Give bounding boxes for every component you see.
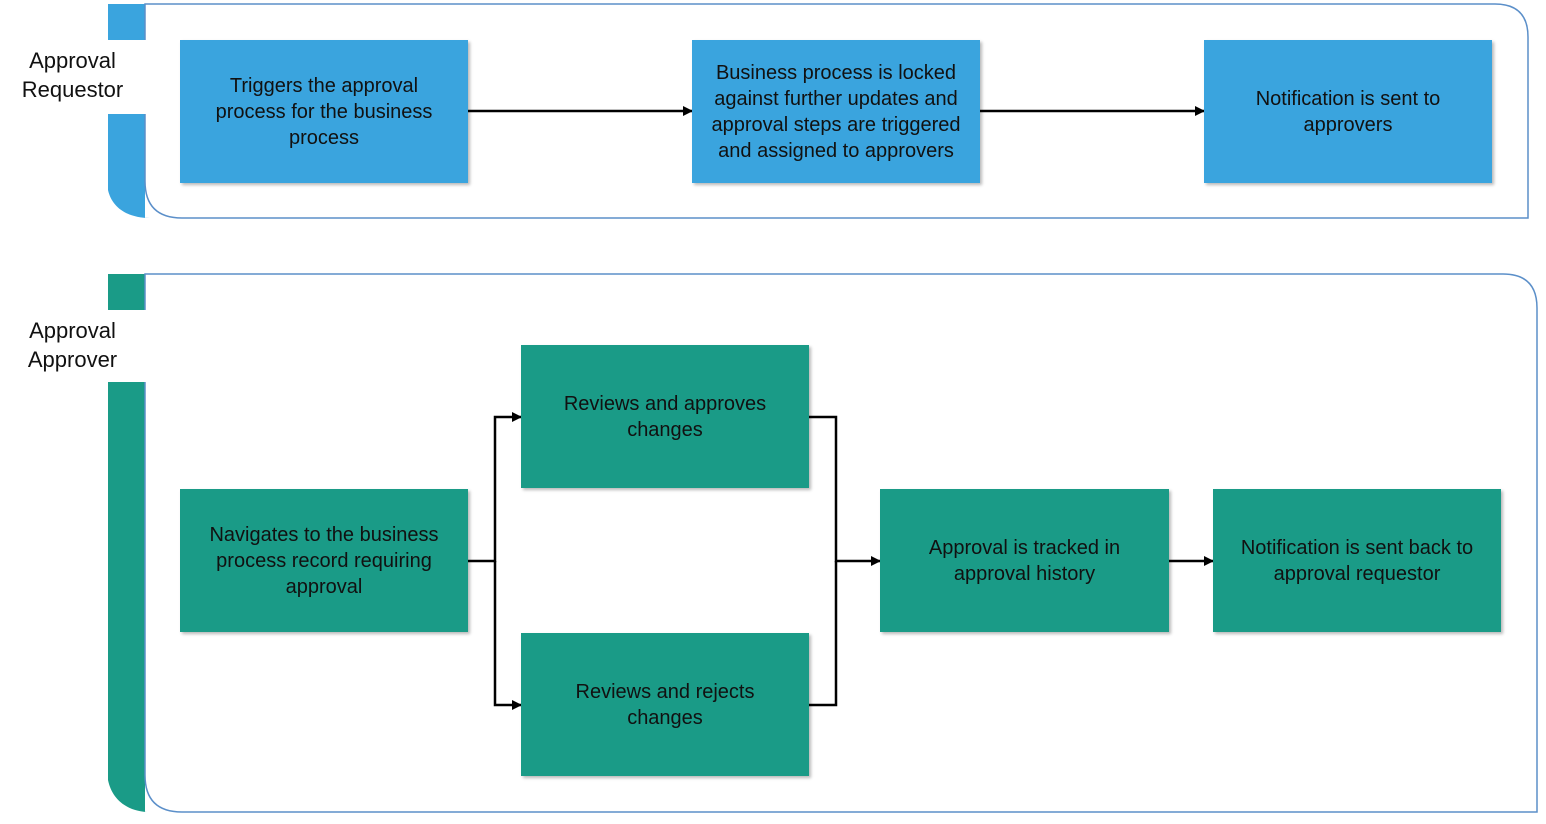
lane-approver-label-line2: Approver bbox=[27, 347, 118, 372]
lane-requestor-label-line2: Requestor bbox=[21, 77, 124, 102]
arrow-navigate-to-approve bbox=[468, 412, 522, 563]
lane-approver-accent bbox=[108, 274, 150, 812]
step-review-reject: Reviews and rejects changes bbox=[521, 633, 809, 776]
lane-approver-label-line1: Approval bbox=[29, 318, 116, 343]
step-process-locked: Business process is locked against furth… bbox=[692, 40, 980, 183]
step-review-approve: Reviews and approves changes bbox=[521, 345, 809, 488]
step-trigger-approval: Triggers the approval process for the bu… bbox=[180, 40, 468, 183]
arrow-approve-to-tracked bbox=[809, 415, 881, 566]
lane-requestor-label-bg bbox=[100, 40, 150, 114]
lane-approver bbox=[100, 273, 1538, 813]
step-notify-approvers: Notification is sent to approvers bbox=[1204, 40, 1492, 183]
arrow-navigate-to-reject bbox=[493, 561, 522, 710]
lane-approver-label-bg bbox=[100, 310, 150, 382]
lane-requestor-label-line1: Approval bbox=[29, 48, 116, 73]
lane-requestor-label: Approval Requestor bbox=[10, 46, 135, 104]
step-navigate-record: Navigates to the business process record… bbox=[180, 489, 468, 632]
lane-approver-frame bbox=[144, 273, 1538, 813]
arrow-reject-merge bbox=[809, 561, 838, 707]
step-tracked-history: Approval is tracked in approval history bbox=[880, 489, 1169, 632]
lane-approver-label: Approval Approver bbox=[10, 316, 135, 374]
step-notify-requestor: Notification is sent back to approval re… bbox=[1213, 489, 1501, 632]
